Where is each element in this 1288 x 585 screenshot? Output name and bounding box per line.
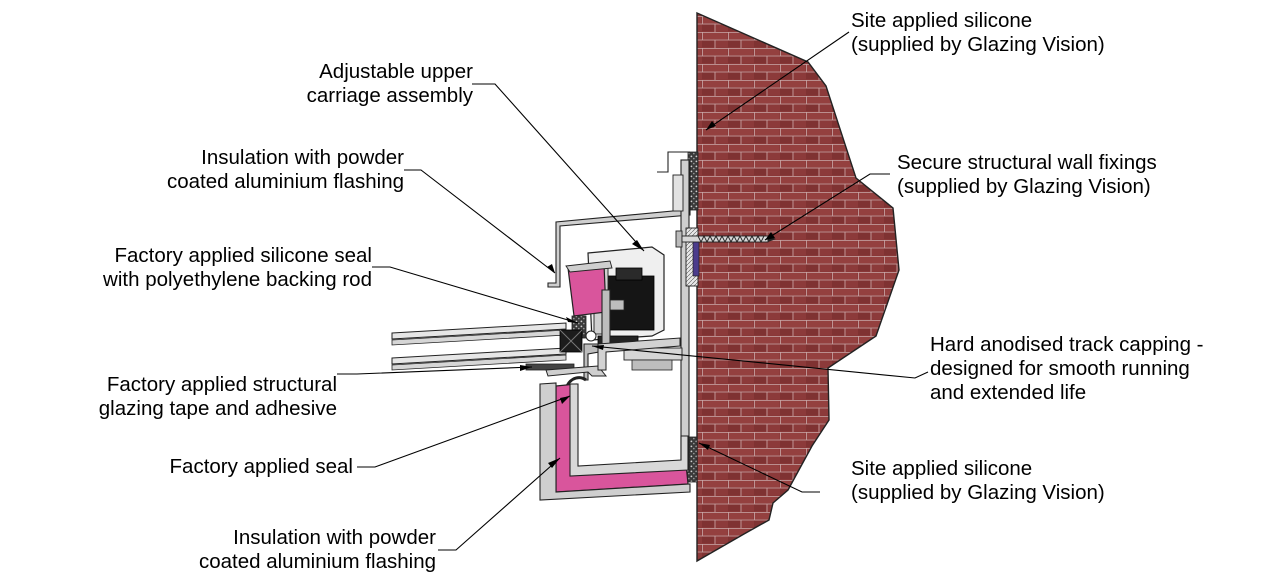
insulation-top-flash — [565, 260, 613, 273]
glazing-unit — [391, 322, 583, 371]
label-line: Site applied silicone — [851, 457, 1033, 480]
lower-tray — [569, 383, 689, 477]
backing-rod — [585, 330, 597, 342]
leader-factory-seal — [357, 395, 571, 468]
leader-wall-fixings — [764, 173, 890, 241]
label-line: Insulation with powder — [201, 146, 404, 169]
label-site-silicone-top: Site applied silicone (supplied by Glazi… — [851, 9, 1105, 57]
label-line: glazing tape and adhesive — [98, 397, 337, 420]
brick-wall — [696, 11, 900, 563]
label-wall-fixings: Secure structural wall fixings (supplied… — [897, 151, 1157, 199]
leader-site-silicone-bottom — [698, 442, 820, 493]
label-line: and extended life — [930, 381, 1087, 404]
label-site-silicone-bottom: Site applied silicone (supplied by Glazi… — [851, 457, 1105, 505]
label-line: Factory applied silicone seal — [114, 244, 372, 267]
label-upper-carriage: Adjustable upper carriage assembly — [307, 60, 473, 108]
label-line: (supplied by Glazing Vision) — [851, 481, 1105, 504]
leader-lines — [337, 31, 929, 551]
top-cap-line — [657, 151, 690, 173]
label-line: coated aluminium flashing — [198, 550, 436, 573]
label-line: (supplied by Glazing Vision) — [897, 175, 1151, 198]
upper-flashing — [547, 161, 691, 288]
track-capping — [597, 337, 681, 371]
label-factory-silicone-seal: Factory applied silicone seal with polye… — [103, 244, 372, 292]
label-glazing-tape: Factory applied structural glazing tape … — [99, 373, 337, 421]
label-line: Factory applied structural — [106, 373, 337, 396]
leader-upper-carriage — [472, 83, 645, 252]
label-line: Site applied silicone — [851, 9, 1033, 32]
label-line: Factory applied seal — [169, 455, 353, 478]
leader-factory-silicone — [372, 266, 579, 324]
upper-carriage-assembly — [587, 246, 683, 371]
label-factory-seal: Factory applied seal — [170, 455, 353, 479]
label-line: designed for smooth running — [930, 357, 1190, 380]
leader-track-capping — [591, 345, 929, 379]
label-insulation-bottom: Insulation with powder coated aluminium … — [199, 526, 436, 574]
label-insulation-top: Insulation with powder coated aluminium … — [167, 146, 404, 194]
label-line: coated aluminium flashing — [166, 170, 404, 193]
label-line: with polyethylene backing rod — [103, 268, 372, 291]
label-line: carriage assembly — [306, 84, 473, 107]
label-line: Secure structural wall fixings — [897, 151, 1157, 174]
bracket-plate-upper — [672, 174, 684, 212]
label-line: Adjustable upper — [319, 60, 473, 83]
label-line: Hard anodised track capping - — [930, 333, 1204, 356]
lower-flashing — [539, 382, 691, 501]
label-line: Insulation with powder — [233, 526, 436, 549]
leader-glazing-tape — [337, 366, 533, 375]
leader-site-silicone-top — [705, 31, 850, 131]
leader-arrowheads — [520, 121, 775, 468]
label-line: (supplied by Glazing Vision) — [851, 33, 1105, 56]
label-track-capping: Hard anodised track capping - designed f… — [930, 333, 1204, 405]
leader-insulation-top — [404, 169, 556, 274]
leader-insulation-bottom — [438, 457, 561, 551]
